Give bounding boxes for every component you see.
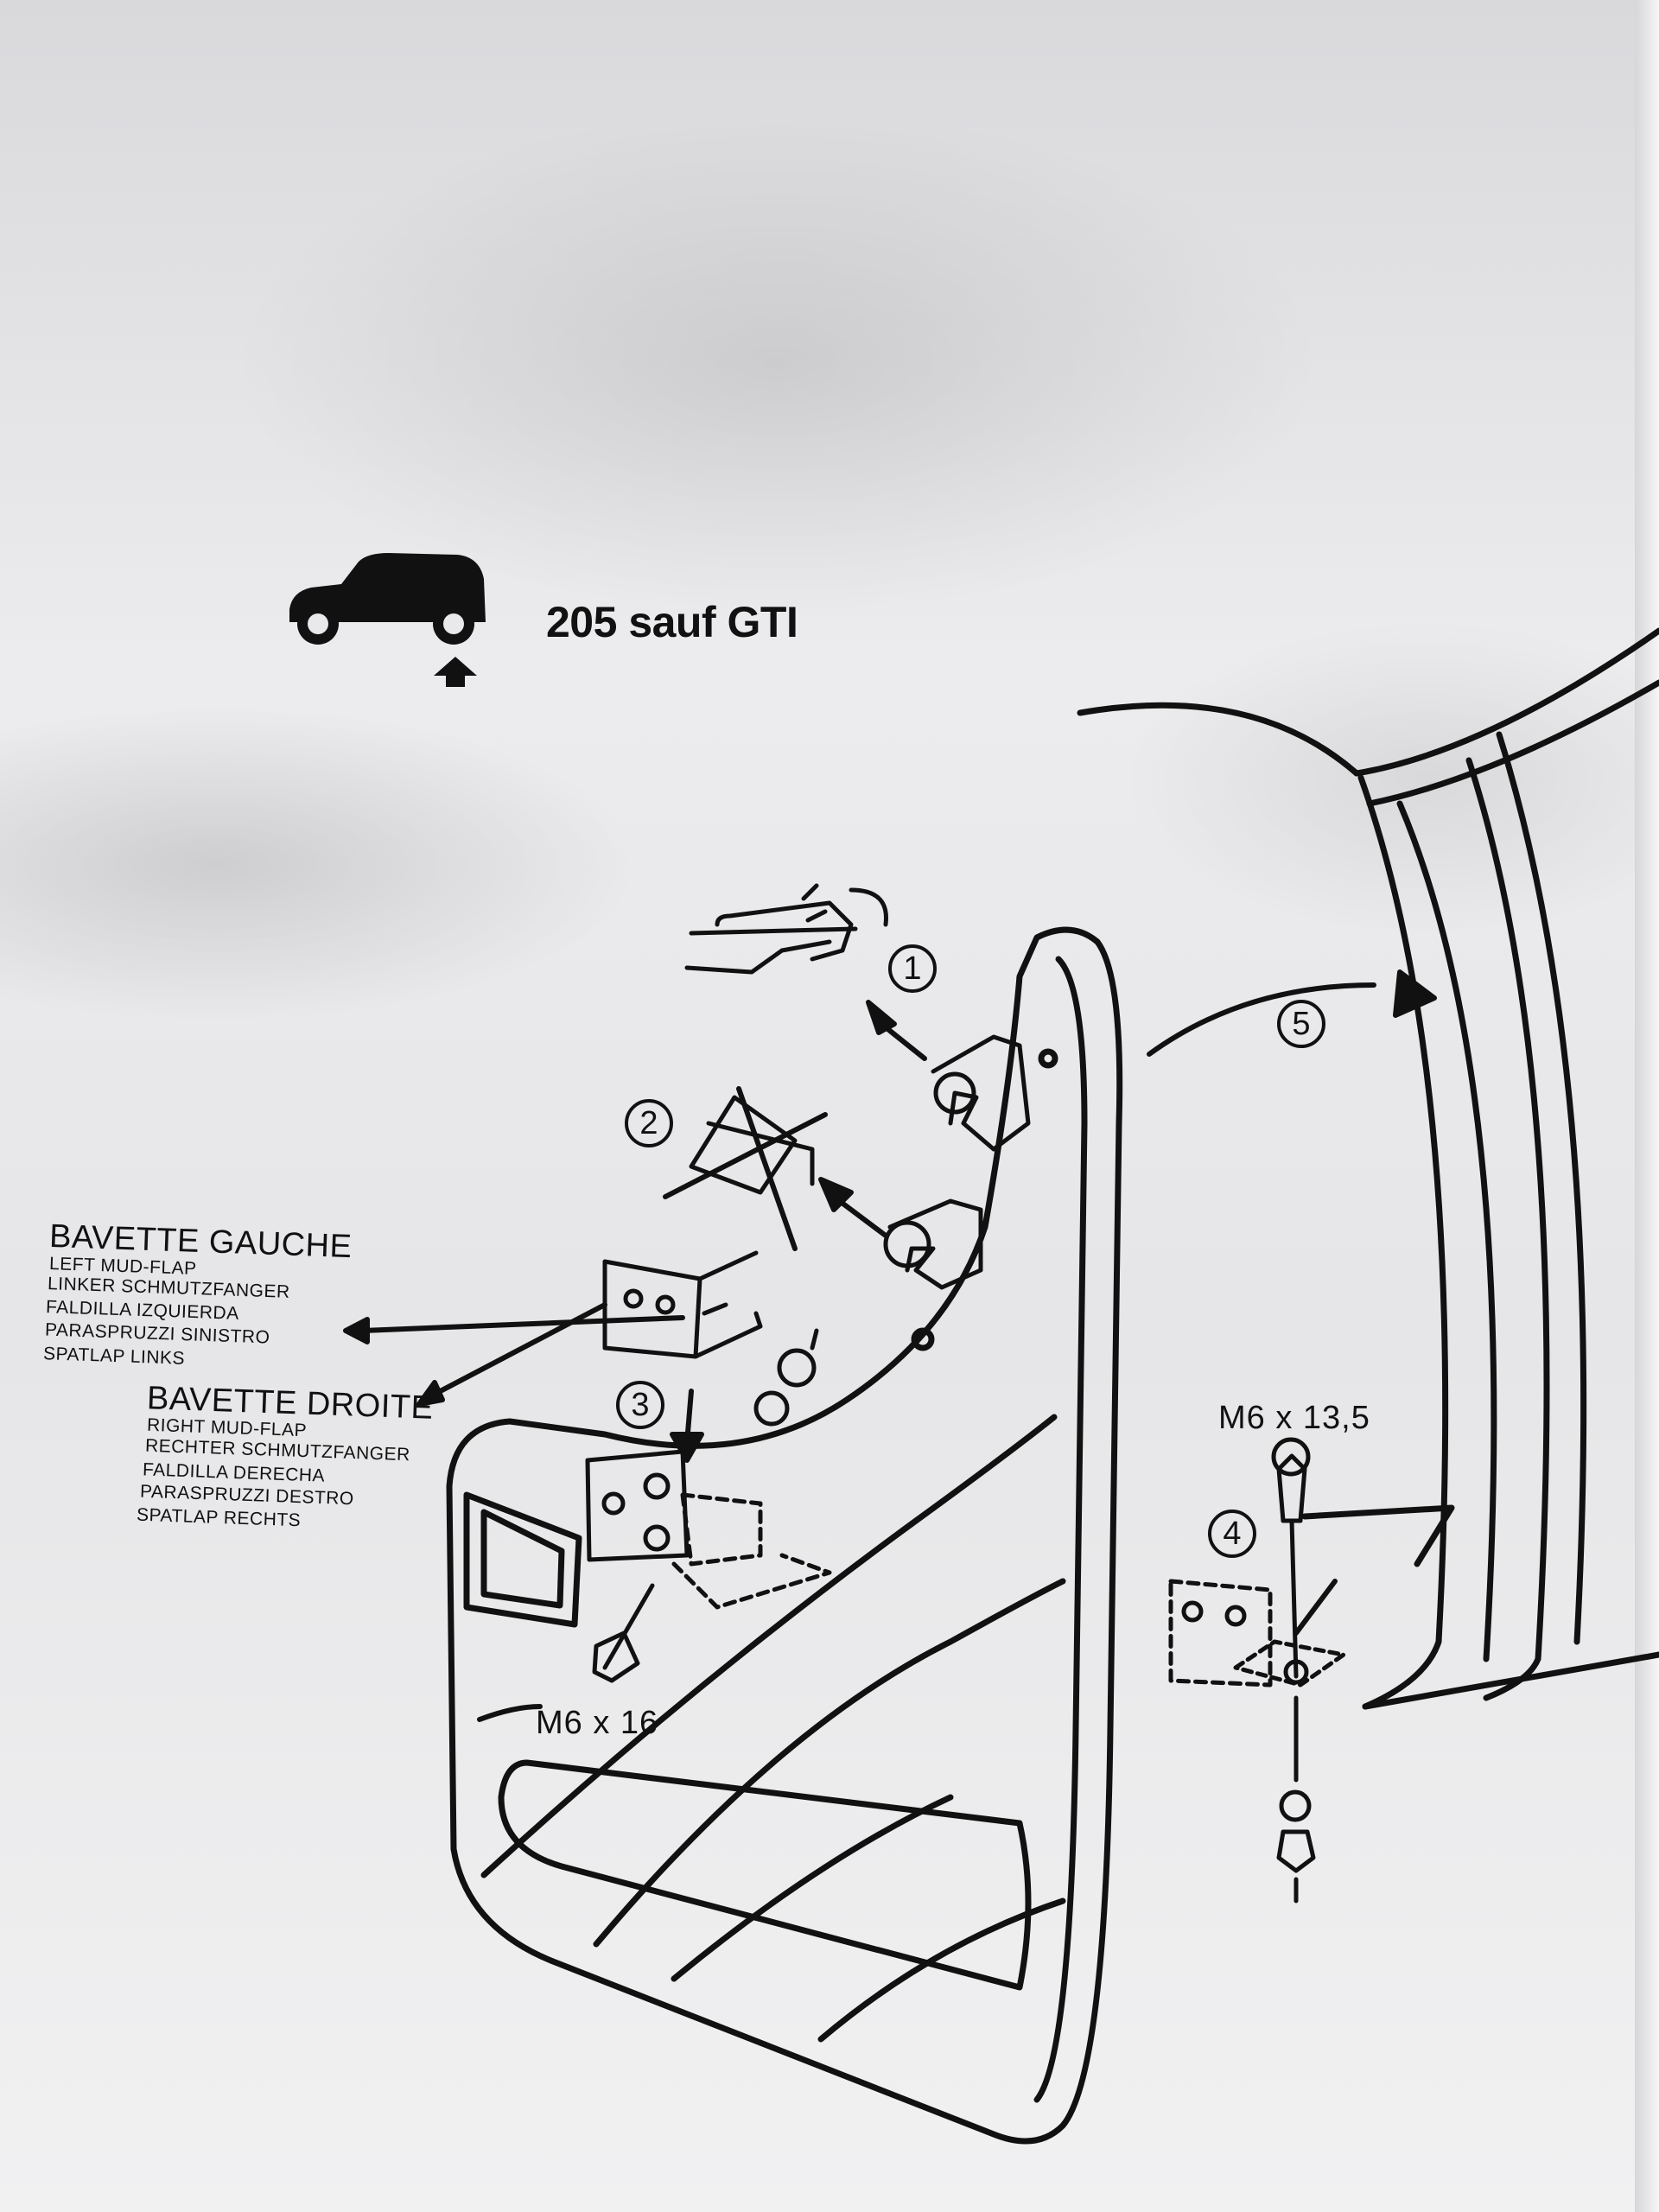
car-body-outline	[1077, 627, 1659, 1710]
car-side-icon	[289, 553, 486, 645]
step-4-badge: 4	[1208, 1510, 1256, 1558]
step-1-badge: 1	[888, 944, 937, 993]
mud-flap-outline	[446, 926, 1123, 2145]
up-arrow-icon	[434, 657, 477, 687]
left-flap-line-nl: SPATLAP LINKS	[42, 1344, 186, 1369]
step-2-badge: 2	[625, 1099, 673, 1147]
instruction-arrows	[343, 969, 1437, 1722]
step-3-badge: 3	[616, 1381, 664, 1429]
bolt-spec-m6x13-5: M6 x 13,5	[1218, 1400, 1370, 1436]
bolt-spec-m6x16: M6 x 16	[536, 1705, 659, 1741]
paper-edge	[1635, 0, 1659, 2212]
step-5-badge: 5	[1277, 1000, 1325, 1048]
page-title: 205 sauf GTI	[546, 598, 798, 646]
fasteners-drawing	[585, 883, 1346, 1904]
